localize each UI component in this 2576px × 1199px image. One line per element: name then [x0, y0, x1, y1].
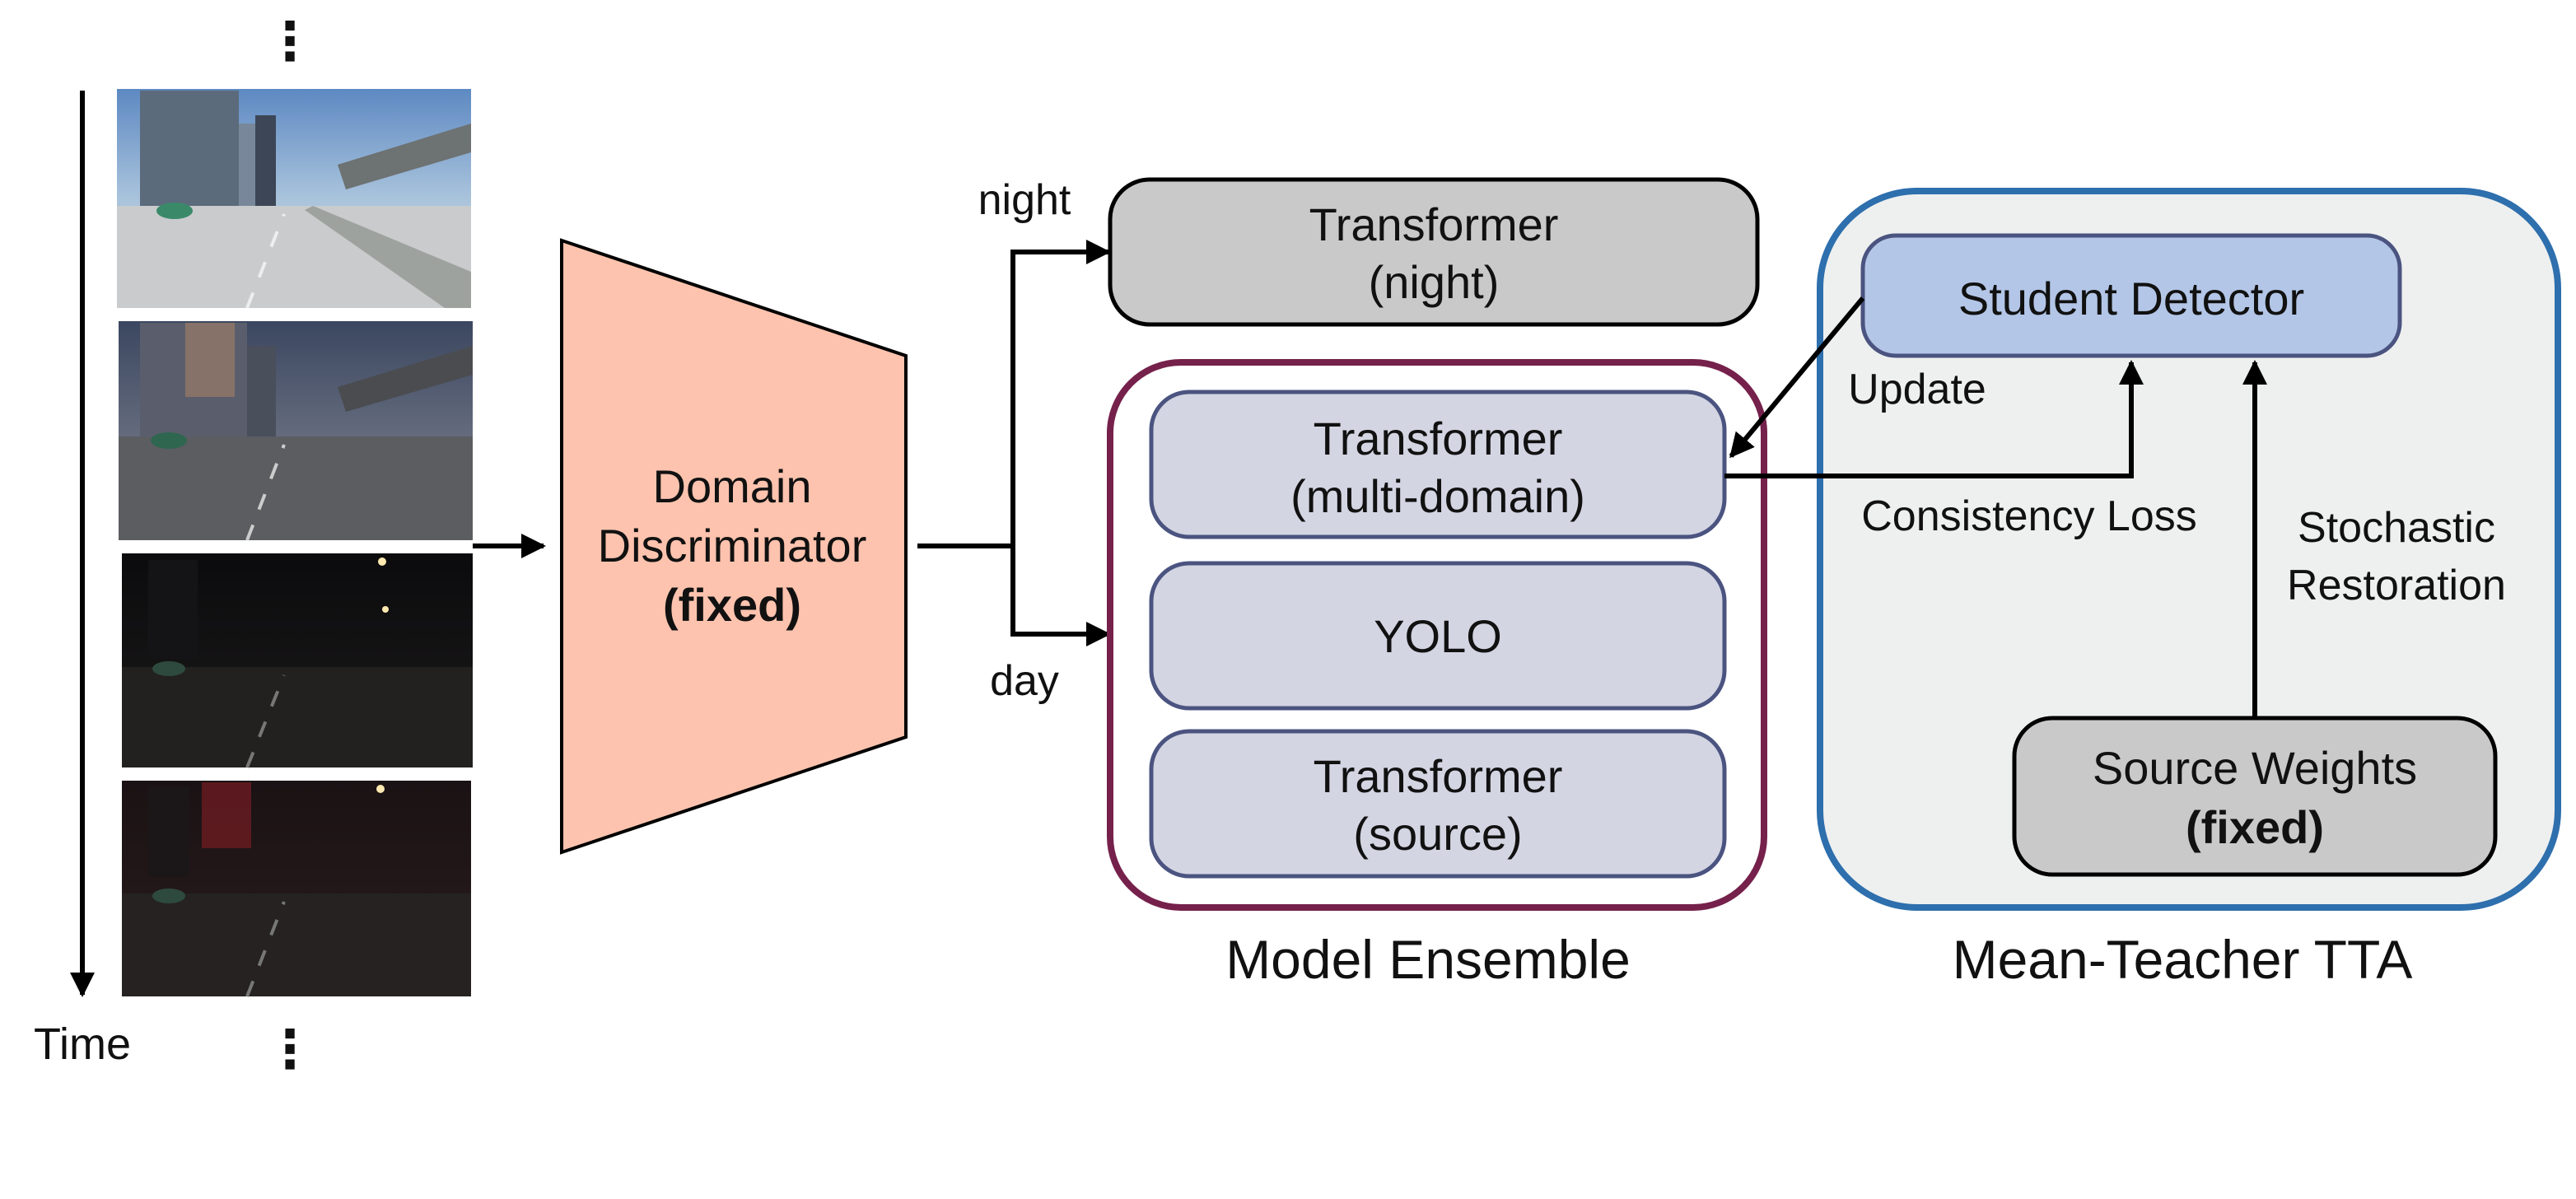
ensemble-item-line1: YOLO — [1374, 610, 1502, 662]
update-label: Update — [1848, 366, 1986, 413]
source-weights-line1: Source Weights — [2093, 742, 2417, 794]
mean-teacher-tta: Student Detector Source Weights (fixed) … — [1724, 188, 2561, 990]
source-weights-box: Source Weights (fixed) — [2012, 716, 2498, 877]
frame-night — [122, 553, 473, 768]
ensemble-caption: Model Ensemble — [1225, 929, 1631, 990]
discriminator-line1: Domain — [653, 460, 812, 512]
time-ellipsis-top: ⋮ — [264, 12, 316, 71]
restoration-line1: Stochastic — [2298, 504, 2495, 552]
source-weights-line2: (fixed) — [2186, 801, 2324, 853]
day-label: day — [990, 657, 1059, 705]
tta-caption: Mean-Teacher TTA — [1953, 929, 2413, 990]
frame-dusk — [119, 321, 473, 541]
consistency-loss-arrow — [1724, 360, 2144, 478]
time-ellipsis-bottom: ⋮ — [264, 1019, 316, 1079]
frame-day — [117, 89, 471, 309]
model-ensemble: Transformer (multi-domain) YOLO Transfor… — [1107, 359, 1767, 990]
student-detector-box: Student Detector — [1860, 233, 2402, 358]
restoration-line2: Restoration — [2287, 562, 2506, 609]
time-axis: ⋮ Time ⋮ — [34, 12, 316, 1079]
night-label: night — [978, 176, 1071, 224]
discriminator-line3: (fixed) — [663, 579, 801, 631]
discriminator-trapezoid — [560, 238, 908, 855]
ensemble-item-yolo: YOLO — [1149, 561, 1727, 711]
update-arrow — [1729, 296, 1865, 459]
consistency-loss-label: Consistency Loss — [1861, 492, 2197, 540]
ensemble-item-source: Transformer (source) — [1149, 729, 1727, 879]
transformer-night-box: Transformer (night) — [1108, 177, 1760, 327]
discriminator-line2: Discriminator — [598, 520, 867, 572]
night-model-line1: Transformer — [1309, 198, 1559, 250]
night-route-arrow — [1010, 240, 1111, 546]
night-model-line2: (night) — [1369, 256, 1500, 308]
day-route-arrow — [1010, 546, 1111, 646]
ensemble-item-line2: (multi-domain) — [1290, 470, 1585, 522]
time-label: Time — [34, 1019, 131, 1069]
ensemble-item-line1: Transformer — [1314, 413, 1563, 464]
ensemble-item-line2: (source) — [1353, 808, 1522, 860]
frame-night-red — [122, 781, 471, 997]
ensemble-item-line1: Transformer — [1314, 750, 1563, 802]
domain-discriminator: Domain Discriminator (fixed) — [560, 238, 908, 855]
ensemble-item-multi-domain: Transformer (multi-domain) — [1149, 390, 1727, 539]
domain-router: night day — [917, 176, 1111, 705]
student-detector-label: Student Detector — [1958, 273, 2304, 324]
